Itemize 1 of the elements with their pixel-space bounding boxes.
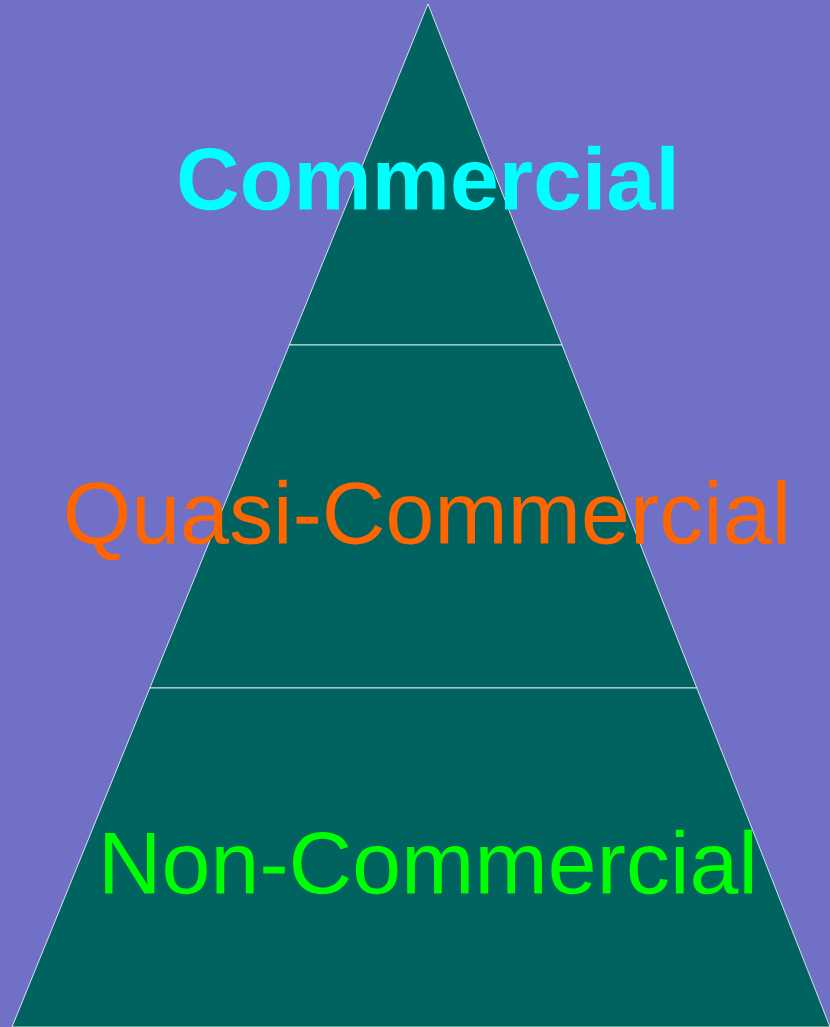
pyramid-band: Non-Commercial [11,687,830,1027]
